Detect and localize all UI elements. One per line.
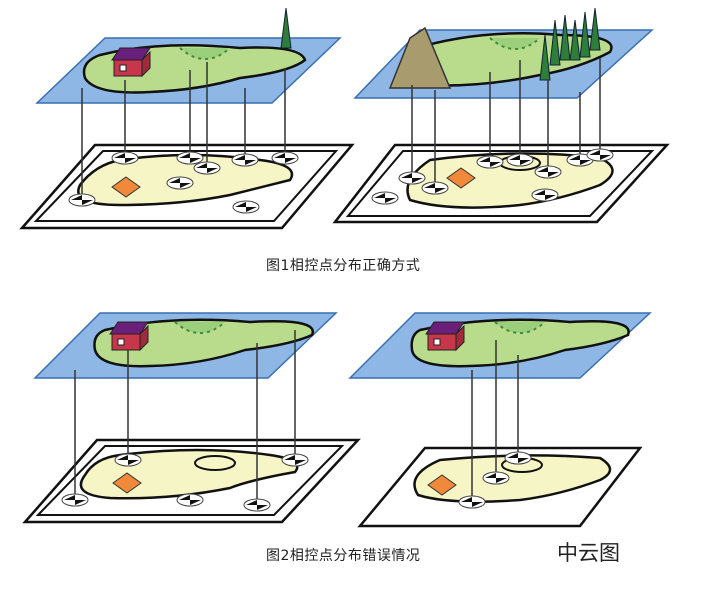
building-footprint [112, 472, 142, 494]
house-wall [113, 59, 143, 77]
control-point-marker-fill [534, 190, 556, 200]
top-map-island [93, 318, 315, 368]
control-point-marker-fill [179, 153, 201, 163]
map-panel-1 [332, 7, 670, 224]
control-point-marker-fill [234, 155, 256, 165]
house-roof-icon [425, 321, 465, 335]
sheet-land-outline [406, 152, 614, 209]
control-point-marker-fill [374, 193, 396, 203]
hill-icon [494, 321, 546, 334]
control-point-marker-fill [569, 155, 591, 165]
tree-icon [280, 7, 292, 49]
control-point-marker-fill [246, 500, 268, 510]
tree-icon [559, 14, 571, 61]
control-point-marker-fill [179, 495, 201, 505]
control-point-marker-fill [169, 178, 191, 188]
control-point-marker-fill [461, 497, 483, 507]
map-panel-0 [19, 7, 355, 230]
tree-icon [589, 7, 601, 51]
mountain-icon [388, 26, 452, 89]
control-point-marker-fill [114, 153, 136, 163]
house-wall [111, 333, 141, 351]
figure2-caption: 图2相控点分布错误情况 [266, 548, 421, 564]
sheet-land-outline [413, 454, 612, 503]
house-side [455, 324, 465, 352]
hill-icon [174, 321, 226, 334]
house-roof-icon [109, 321, 149, 335]
control-point-marker-fill [235, 202, 257, 212]
control-point-marker-fill [507, 453, 529, 463]
house-wall [427, 333, 457, 351]
control-point-marker-fill [401, 173, 423, 183]
watermark: 中云图 [557, 541, 620, 565]
building-footprint [427, 474, 457, 496]
house-side [141, 50, 151, 78]
map-panel-2 [22, 312, 361, 524]
top-map-island [410, 318, 630, 368]
control-point-marker-fill [196, 163, 218, 173]
control-point-marker-fill [485, 473, 507, 483]
control-point-marker-fill [284, 455, 306, 465]
building-footprint [111, 176, 141, 198]
control-point-marker-fill [479, 157, 501, 167]
map-panel-3 [348, 312, 652, 528]
control-point-marker-fill [537, 167, 559, 177]
figure1-caption: 图1相控点分布正确方式 [266, 258, 421, 274]
control-point-marker-fill [509, 155, 531, 165]
house-window [433, 338, 441, 346]
tree-icon [549, 19, 561, 66]
house-side [139, 324, 149, 352]
house-roof-icon [111, 47, 151, 61]
tree-icon [539, 34, 551, 81]
control-point-marker-fill [71, 195, 93, 205]
tree-icon [579, 11, 591, 58]
control-point-marker-fill [424, 183, 446, 193]
control-point-marker-fill [589, 150, 611, 160]
hill-icon [489, 37, 541, 50]
control-point-marker-fill [117, 455, 139, 465]
hill-icon [179, 47, 231, 60]
building-footprint [446, 167, 476, 189]
contour-ring [194, 455, 236, 471]
control-point-marker-fill [64, 495, 86, 505]
house-window [119, 64, 127, 72]
control-point-marker-fill [274, 153, 296, 163]
house-window [117, 338, 125, 346]
tree-icon [569, 19, 581, 61]
